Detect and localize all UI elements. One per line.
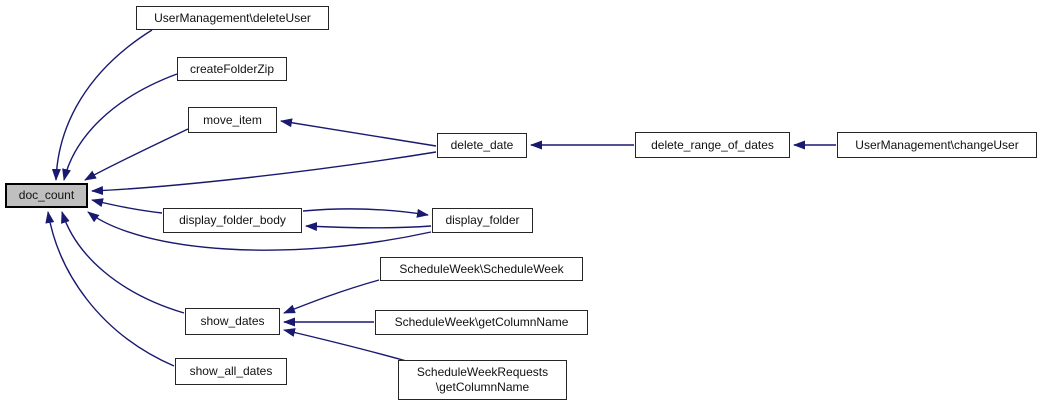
node-scheduleweek-getcolumnname[interactable]: ScheduleWeek\getColumnName <box>375 310 588 335</box>
node-show-dates[interactable]: show_dates <box>185 308 280 335</box>
node-scheduleweekrequests-getcolumnname[interactable]: ScheduleWeekRequests \getColumnName <box>398 360 567 400</box>
node-createfolderzip[interactable]: createFolderZip <box>177 57 287 81</box>
node-usermanagement-deleteuser[interactable]: UserManagement\deleteUser <box>136 6 329 30</box>
node-move-item[interactable]: move_item <box>188 107 277 133</box>
edge-showalldates-doccount <box>45 211 175 367</box>
node-delete-date[interactable]: delete_date <box>437 133 527 158</box>
edge-createfolderzip-doccount <box>62 73 178 181</box>
node-delete-range-of-dates[interactable]: delete_range_of_dates <box>635 132 790 158</box>
edge-displayfolderbody-doccount <box>91 198 163 214</box>
edge-displayfolder-doccount <box>87 211 432 251</box>
edge-displayfolderbody-displayfolder <box>302 208 429 218</box>
edge-deletedate-doccount <box>91 151 437 196</box>
node-doc-count[interactable]: doc_count <box>5 183 88 208</box>
node-show-all-dates[interactable]: show_all_dates <box>175 358 287 385</box>
edge-moveitem-doccount <box>84 128 189 181</box>
edge-deleteuser-doccount <box>51 29 153 181</box>
edge-swrequests-showdates <box>283 328 411 363</box>
node-display-folder[interactable]: display_folder <box>432 208 533 233</box>
edge-deletedate-moveitem <box>280 118 437 147</box>
node-usermanagement-changeuser[interactable]: UserManagement\changeUser <box>837 132 1037 158</box>
node-scheduleweek-scheduleweek[interactable]: ScheduleWeek\ScheduleWeek <box>380 257 583 281</box>
edge-showdates-doccount <box>61 211 185 314</box>
node-display-folder-body[interactable]: display_folder_body <box>163 208 302 233</box>
edge-displayfolder-displayfolderbody <box>305 222 432 232</box>
edge-scheduleweek-showdates <box>283 279 380 314</box>
